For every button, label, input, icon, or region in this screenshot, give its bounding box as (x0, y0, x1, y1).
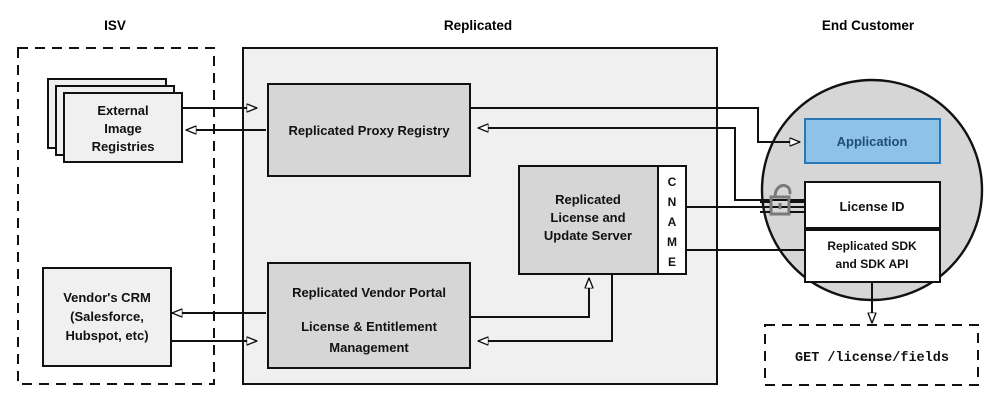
vendor-portal-label-line1: Replicated Vendor Portal (292, 285, 446, 300)
zone-title-isv: ISV (104, 18, 126, 33)
vendor-portal-label-line3: Management (329, 340, 409, 355)
application-box[interactable] (804, 118, 941, 164)
replicated-proxy-registry[interactable] (267, 83, 471, 177)
edge-vendor-portal-to-license-server (470, 278, 589, 318)
license-update-server-label-line2: License and (550, 210, 625, 225)
license-fields-request-label: GET /license/fields (795, 351, 949, 366)
replicated-vendor-portal[interactable] (267, 262, 471, 369)
cname-letter-n: N (668, 195, 677, 209)
edge-license-server-to-vendor-portal (478, 273, 613, 341)
replicated-proxy-registry-label: Replicated Proxy Registry (288, 123, 450, 138)
vendors-crm-label-line3: Hubspot, etc) (65, 328, 148, 343)
license-update-server-label-line1: Replicated (555, 192, 621, 207)
replicated-sdk-box[interactable] (804, 229, 941, 283)
replicated-license-update-server[interactable] (518, 165, 659, 275)
zone-isv-boundary (17, 47, 215, 385)
zone-title-replicated: Replicated (444, 18, 512, 33)
license-update-server-label-line3: Update Server (544, 228, 632, 243)
cname-strip[interactable] (657, 165, 687, 275)
external-image-registries-label-line2: Image (104, 121, 142, 136)
edge-proxy-to-application (470, 107, 800, 142)
vendors-crm-label-line2: (Salesforce, (70, 309, 144, 324)
cname-letter-a: A (668, 215, 677, 229)
replicated-sdk-label-line2: and SDK API (836, 257, 909, 271)
cname-letter-c: C (668, 175, 677, 189)
application-label: Application (837, 134, 908, 149)
cname-letter-m: M (667, 235, 677, 249)
license-id-label: License ID (839, 199, 904, 214)
vendors-crm[interactable] (42, 267, 172, 367)
replicated-sdk-label-line1: Replicated SDK (827, 239, 917, 253)
vendor-portal-label-line2: License & Entitlement (301, 319, 437, 334)
vendors-crm-label-line1: Vendor's CRM (63, 290, 151, 305)
external-image-registries-label-line3: Registries (92, 139, 155, 154)
cname-letter-e: E (668, 255, 676, 269)
license-fields-request-box (764, 324, 979, 386)
external-image-registries[interactable] (63, 92, 183, 163)
license-id-box[interactable] (804, 181, 941, 229)
unlock-icon (760, 184, 805, 216)
external-image-registries-label-line1: External (97, 103, 148, 118)
zone-title-end-customer: End Customer (822, 18, 915, 33)
